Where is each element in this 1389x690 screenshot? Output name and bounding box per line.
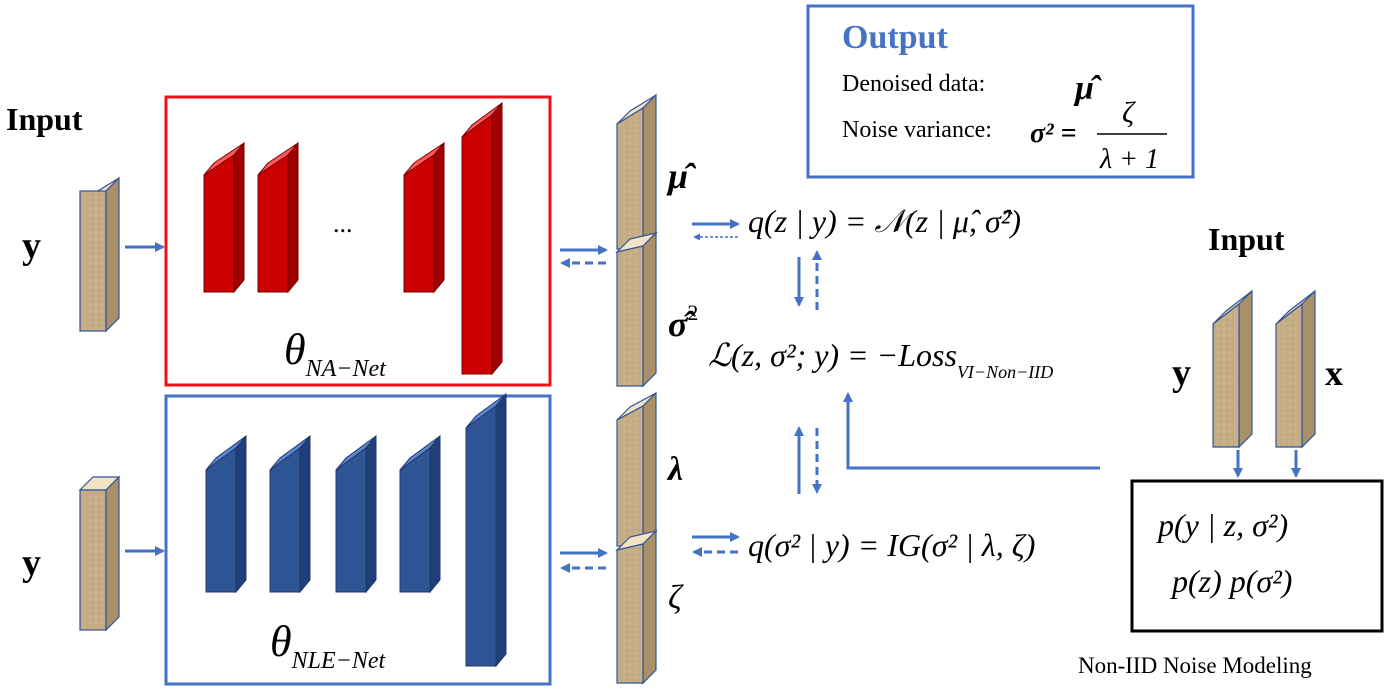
na-layer-1	[203, 141, 245, 294]
nle-net-box	[164, 394, 552, 686]
equation-q-z: q(z | y) = 𝒩(z | μ̂, σ̂²)	[748, 203, 1021, 239]
loss-sub: VI−Non−IID	[957, 362, 1053, 382]
equation-q-sigma: q(σ² | y) = IG(σ² | λ, ζ)	[748, 527, 1035, 563]
frac-den: λ + 1	[1099, 144, 1159, 175]
na-ellipsis: ...	[333, 209, 353, 238]
na-layer-4	[461, 101, 503, 376]
arrows-loss-qsigma	[794, 426, 822, 494]
nle-layer-2	[269, 434, 311, 594]
nle-net-label: θNLE−Net	[270, 617, 386, 674]
arrows-qz-loss	[794, 250, 822, 310]
input-block-top	[79, 176, 120, 333]
na-net-layers: ...	[203, 101, 503, 376]
label-lambda: λ	[666, 451, 683, 488]
sigma-hat-exp: 2	[687, 300, 698, 325]
na-layer-3	[403, 141, 445, 294]
input-label-left: Input	[6, 101, 83, 137]
loss-main: ℒ(z, σ²; y) = −Loss	[708, 337, 957, 373]
nle-layer-5	[465, 392, 507, 668]
right-block-x	[1275, 289, 1316, 449]
right-block-y	[1212, 289, 1253, 449]
output-box	[806, 4, 1195, 179]
output-block-zeta	[615, 529, 658, 685]
output-block-mu	[616, 93, 657, 251]
noise-model-box	[1130, 479, 1384, 633]
sigma-sq-eq: σ² =	[1030, 118, 1076, 149]
label-zeta: ζ	[668, 579, 684, 616]
denoised-symbol: μ̂	[1073, 70, 1102, 107]
right-x-label: x	[1325, 353, 1343, 393]
na-theta: θ	[284, 325, 306, 374]
frac-num: ζ	[1122, 96, 1136, 129]
noise-model-caption: Non-IID Noise Modeling	[1078, 653, 1312, 678]
label-sigma-hat: σ̂2	[668, 300, 698, 344]
model-line-1: p(y | z, σ²)	[1156, 507, 1288, 543]
right-y-label: y	[1172, 352, 1191, 394]
nle-layer-1	[205, 434, 247, 594]
nle-layer-3	[335, 434, 377, 594]
input-y-bottom: y	[22, 542, 41, 584]
nle-net-layers	[205, 392, 507, 668]
input-block-bottom	[78, 475, 121, 632]
arrows-na-to-outputs	[560, 245, 608, 268]
noise-label: Noise variance:	[842, 117, 992, 143]
nle-sub: NLE−Net	[291, 648, 387, 674]
na-layer-2	[257, 141, 299, 294]
arrow-model-to-loss	[843, 392, 1100, 470]
output-block-sigma	[615, 231, 658, 388]
arrows-q-z	[692, 219, 740, 241]
na-net-box	[164, 95, 552, 387]
nle-layer-4	[399, 434, 441, 594]
label-mu-hat: μ̂	[666, 156, 697, 196]
input-label-right: Input	[1208, 221, 1285, 257]
nle-theta: θ	[270, 617, 292, 666]
na-sub: NA−Net	[305, 356, 388, 382]
arrows-q-sigma	[692, 532, 740, 557]
na-net-label: θNA−Net	[284, 325, 387, 382]
denoised-label: Denoised data:	[842, 71, 985, 97]
equation-loss: ℒ(z, σ²; y) = −LossVI−Non−IID	[708, 337, 1053, 382]
arrows-nle-to-outputs	[560, 548, 608, 573]
input-y-top: y	[22, 225, 41, 267]
output-block-lambda	[616, 391, 657, 548]
output-title: Output	[842, 19, 948, 56]
model-line-2: p(z) p(σ²)	[1170, 563, 1292, 599]
